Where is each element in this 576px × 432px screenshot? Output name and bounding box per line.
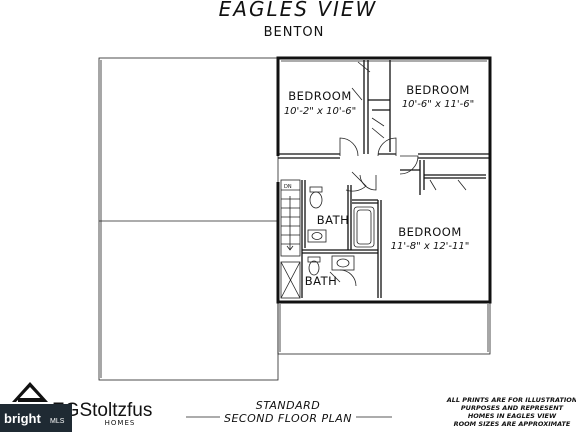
note-line-1: ALL PRINTS ARE FOR ILLUSTRATION: [446, 396, 576, 404]
room-name-bedroom-1: BEDROOM: [288, 89, 352, 103]
exterior-walls: [276, 56, 492, 304]
room-name-bedroom-3: BEDROOM: [398, 225, 462, 239]
room-name-bath-1: BATH: [317, 213, 350, 227]
plan-title: EAGLES VIEW: [219, 0, 378, 21]
doors: [329, 61, 467, 287]
porch-roof-outline: [277, 301, 491, 355]
room-dims-bedroom-3: 11'-8" x 12'-11": [391, 241, 470, 252]
room-dims-bedroom-1: 10'-2" x 10'-6": [284, 106, 356, 117]
mls-watermark: bright MLS: [0, 404, 72, 432]
room-name-bedroom-2: BEDROOM: [406, 83, 470, 97]
vanity-upper: [307, 229, 327, 243]
vanity-lower: [331, 255, 355, 271]
watermark-text: bright: [4, 411, 41, 426]
bathtub: [353, 206, 375, 248]
brand-logo: EGStoltzfus HOMES: [12, 382, 152, 427]
toilet-lower: [308, 260, 320, 276]
caption-line-2: SECOND FLOOR PLAN: [224, 412, 352, 425]
interior-walls: [278, 60, 490, 298]
brand-sub: HOMES: [105, 419, 136, 427]
plan-subtitle: BENTON: [264, 25, 325, 40]
note-line-3: HOMES IN EAGLES VIEW: [468, 412, 557, 420]
caption-line-1: STANDARD: [256, 399, 321, 412]
toilet-upper: [309, 191, 323, 209]
bath-fixtures: [307, 186, 375, 276]
brand-name: EGStoltzfus: [52, 400, 152, 421]
house-logo-icon: [12, 382, 48, 402]
roof-outline: [98, 57, 279, 381]
room-dims-bedroom-2: 10'-6" x 11'-6": [402, 99, 474, 110]
room-name-bath-2: BATH: [305, 274, 338, 288]
stairs: DN: [280, 179, 301, 299]
watermark-sub: MLS: [50, 418, 65, 425]
note-line-4: ROOM SIZES ARE APPROXIMATE: [454, 420, 571, 428]
note-line-2: PURPOSES AND REPRESENT: [461, 404, 564, 412]
stairs-label: DN: [284, 184, 292, 190]
